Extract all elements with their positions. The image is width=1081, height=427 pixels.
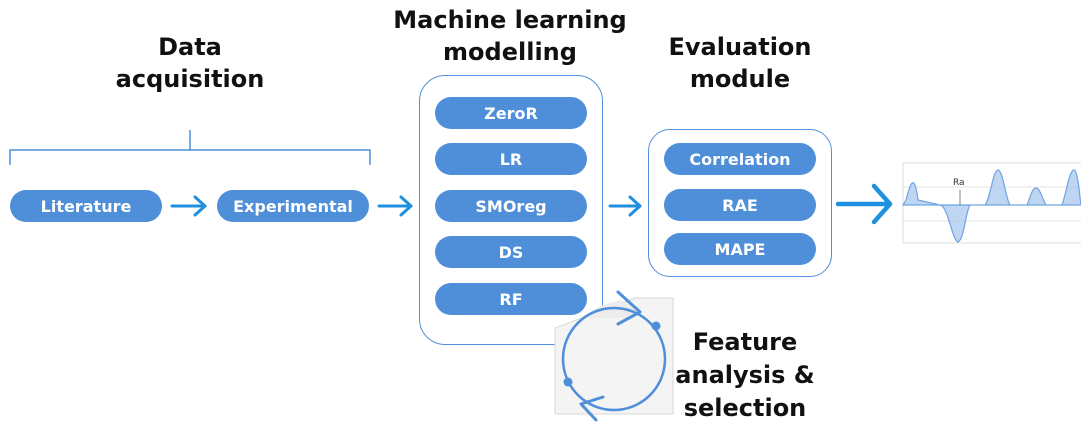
arrow-models-to-evaluation — [608, 195, 642, 217]
feature-analysis-heading: Feature analysis & selection — [675, 328, 815, 422]
model-pill-smoreg: SMOreg — [435, 190, 587, 222]
metric-pill-mape: MAPE — [664, 233, 816, 265]
literature-pill: Literature — [10, 190, 162, 222]
model-pill-lr: LR — [435, 143, 587, 175]
evaluation-module-heading: Evaluation module — [668, 33, 812, 93]
profile-peak-label: Ra — [953, 178, 965, 188]
model-pill-ds: DS — [435, 236, 587, 268]
metric-pill-correlation: Correlation — [664, 143, 816, 175]
arrow-experimental-to-models — [377, 195, 413, 217]
metric-pill-rae: RAE — [664, 189, 816, 221]
ml-modelling-heading: Machine learning modelling — [393, 6, 627, 66]
arrow-literature-to-experimental — [170, 195, 207, 217]
roughness-profile-line — [901, 169, 1081, 243]
model-pill-zeror: ZeroR — [435, 97, 587, 129]
data-acquisition-heading: Data acquisition — [115, 33, 265, 93]
model-pill-rf: RF — [435, 283, 587, 315]
experimental-pill: Experimental — [217, 190, 369, 222]
arrow-evaluation-to-profile — [835, 183, 893, 225]
